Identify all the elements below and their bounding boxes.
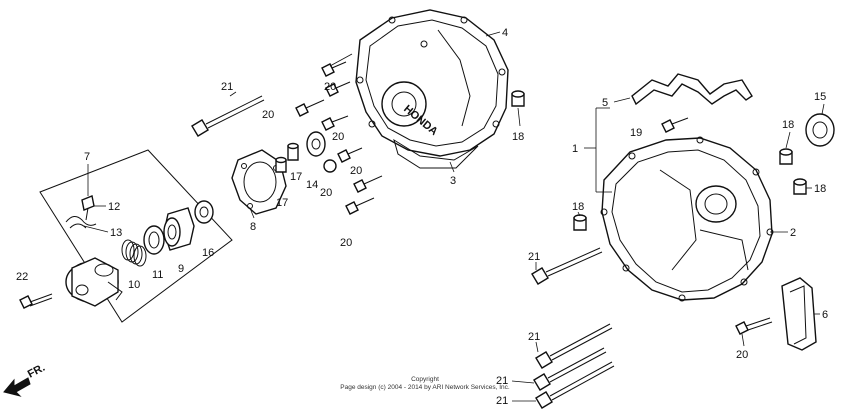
front-direction-indicator: FR.: [3, 362, 47, 397]
callout-8: 8: [250, 221, 256, 233]
callout-10: 10: [128, 279, 140, 291]
dowels-18-case: [573, 148, 807, 231]
callout-13: 13: [110, 227, 122, 239]
callout-20: 20: [324, 81, 336, 93]
callout-19: 19: [630, 127, 642, 139]
long-bolts-21: [531, 247, 615, 409]
hose-5: [631, 73, 753, 106]
front-cover-4: HONDA: [355, 9, 509, 157]
gasket-8: [231, 149, 287, 215]
callout-3: 3: [450, 175, 456, 187]
callout-18: 18: [512, 131, 524, 143]
arrow-icon: [3, 377, 31, 397]
callout-20: 20: [262, 109, 274, 121]
callout-18: 18: [572, 201, 584, 213]
callout-20: 20: [736, 349, 748, 361]
callout-6: 6: [822, 309, 828, 321]
bolt-12: [81, 195, 95, 221]
callout-20: 20: [350, 165, 362, 177]
spring-10: [121, 239, 147, 267]
small-bolts-20-cover: [295, 61, 383, 215]
callout-21: 21: [496, 375, 508, 387]
bolt-20-lower: [735, 317, 773, 335]
callout-11: 11: [152, 269, 163, 281]
callout-21: 21: [528, 251, 540, 263]
copyright-line-1: Copyright: [411, 376, 439, 383]
subassembly-frame: [39, 149, 233, 323]
callout-20: 20: [320, 187, 332, 199]
housing-part: [65, 257, 123, 307]
cap-9: [163, 207, 195, 251]
seal-16: [194, 200, 214, 224]
direction-label: FR.: [26, 362, 47, 381]
leader-lines: [83, 31, 825, 353]
callout-14: 14: [306, 179, 318, 191]
copyright-line-2: Page design (c) 2004 - 2014 by ARI Netwo…: [340, 384, 510, 391]
callout-18: 18: [782, 119, 794, 131]
callout-15: 15: [814, 91, 826, 103]
seal-14: [306, 131, 337, 173]
copyright-notice: Copyright Page design (c) 2004 - 2014 by…: [340, 376, 510, 391]
callout-9: 9: [178, 263, 184, 275]
callout-17: 17: [290, 171, 302, 183]
left-subassembly: [19, 149, 233, 323]
cover-gasket-3: [393, 138, 479, 169]
washer-11: [143, 225, 165, 255]
dowel-18-cover: [511, 90, 525, 107]
seal-15: [805, 113, 835, 147]
callout-21: 21: [496, 395, 508, 407]
dowel-pins-17: [275, 142, 299, 173]
callout-5: 5: [602, 97, 608, 109]
bolt-19: [661, 117, 689, 133]
callout-17: 17: [276, 197, 288, 209]
callout-20: 20: [340, 237, 352, 249]
callout-18: 18: [814, 183, 826, 195]
callout-16: 16: [202, 247, 214, 259]
callout-2: 2: [790, 227, 796, 239]
clip-13: [65, 216, 97, 229]
callout-4: 4: [502, 27, 508, 39]
callout-7: 7: [84, 151, 90, 163]
guard-6: [781, 277, 817, 351]
callout-20: 20: [332, 131, 344, 143]
callout-1: 1: [572, 143, 578, 155]
bolt-22: [19, 293, 53, 309]
rear-case-2: [600, 136, 774, 302]
callout-labels: 4 21 20 20 20 18 7 12 13 8 17 17 14 20 2…: [16, 27, 828, 407]
callout-21: 21: [221, 81, 233, 93]
callout-22: 22: [16, 271, 28, 283]
long-bolt-21-top: [191, 95, 265, 137]
callout-12: 12: [108, 201, 120, 213]
callout-21: 21: [528, 331, 540, 343]
